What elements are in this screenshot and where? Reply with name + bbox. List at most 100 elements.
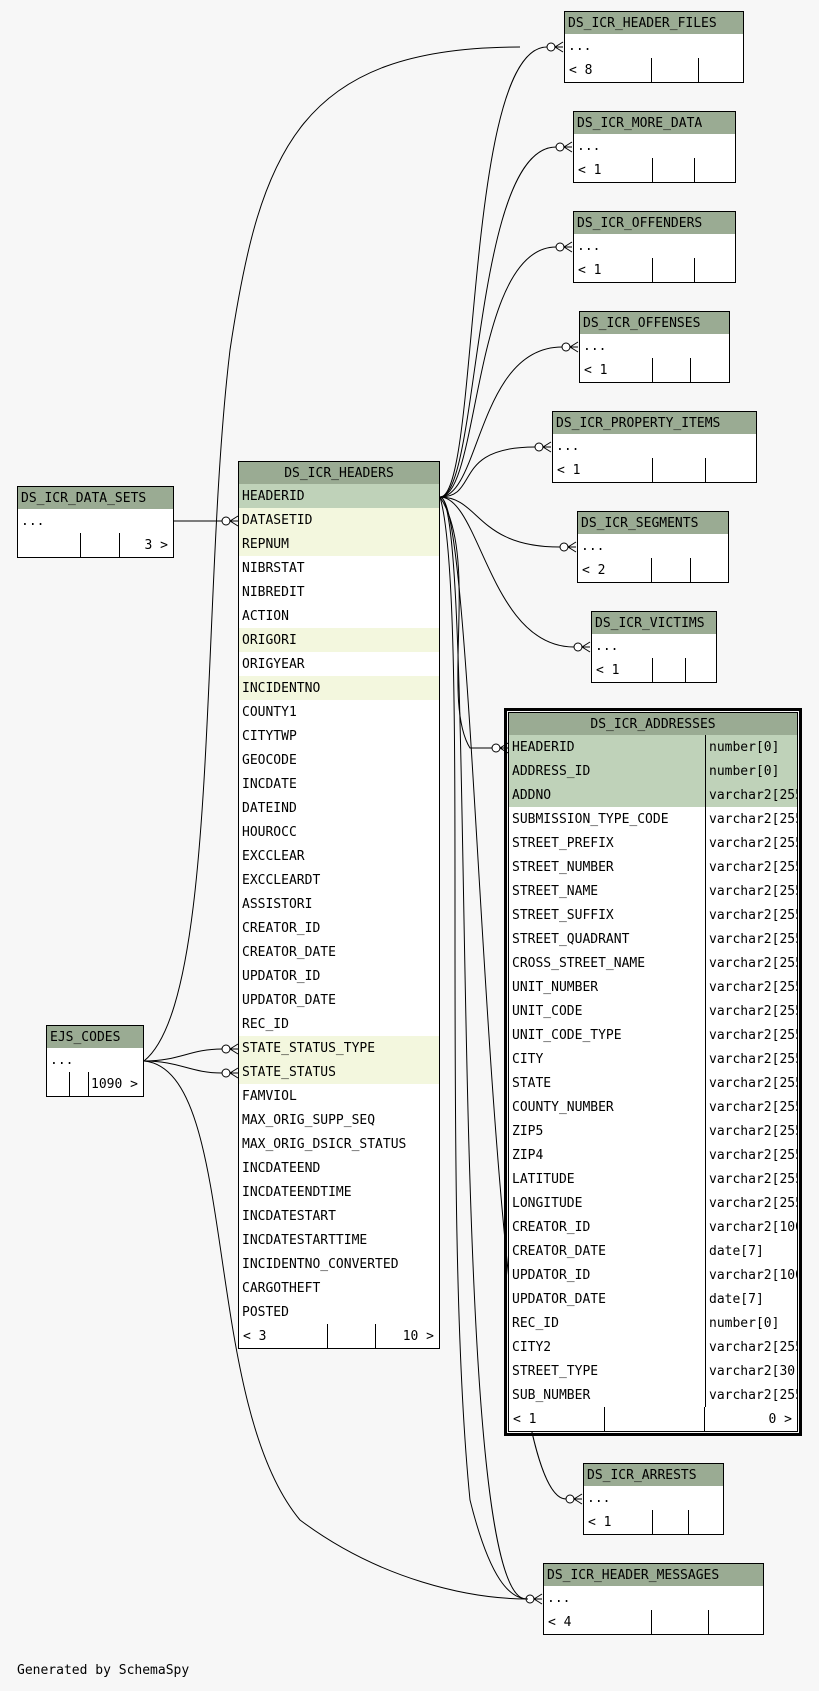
cell-divider — [705, 975, 706, 999]
cell-divider — [694, 158, 695, 182]
table-footer: < 1 — [591, 658, 717, 683]
column-creator-date: CREATOR_DATE — [238, 940, 440, 965]
ellipsis-text: ... — [21, 513, 45, 529]
column-incidentno-converted: INCIDENTNO_CONVERTED — [238, 1252, 440, 1277]
parent-count: < 1 — [578, 262, 602, 278]
column-name: CREATOR_DATE — [242, 944, 336, 960]
column-name: CROSS_STREET_NAME — [512, 955, 646, 971]
column-type: varchar2[255] — [709, 1123, 797, 1139]
table-ds-icr-more-data[interactable]: DS_ICR_MORE_DATA... < 1 — [573, 111, 736, 183]
table-name-ds-icr-header-files: DS_ICR_HEADER_FILES — [564, 11, 744, 35]
column-name: ASSISTORI — [242, 896, 313, 912]
cell-divider — [652, 1510, 653, 1534]
column-type: varchar2[255] — [709, 787, 797, 803]
column-name: SUB_NUMBER — [512, 1387, 591, 1403]
table-ds-icr-arrests[interactable]: DS_ICR_ARRESTS...< 1 — [583, 1463, 724, 1535]
table-name-ds-icr-header-messages: DS_ICR_HEADER_MESSAGES — [543, 1563, 764, 1587]
table-ds-icr-header-messages[interactable]: DS_ICR_HEADER_MESSAGES...< 4 — [543, 1563, 764, 1635]
link-ds-icr-more-data — [439, 146, 557, 498]
column-action: ACTION — [238, 604, 440, 629]
link-ds-icr-header-messages-crowfoot — [533, 1593, 543, 1605]
link-ds-icr-more-data-crowfoot — [563, 141, 573, 153]
table-footer: < 1 — [573, 258, 736, 283]
column-incidentno: INCIDENTNO — [238, 676, 440, 701]
column-name: INCDATESTART — [242, 1208, 336, 1224]
link-ejs-header-files — [143, 46, 521, 1062]
link-ds-icr-property-items — [439, 446, 536, 498]
column-type: date[7] — [709, 1243, 764, 1259]
column-name: ORIGORI — [242, 632, 297, 648]
column-type: varchar2[255] — [709, 883, 797, 899]
table-name-ejs-codes: EJS_CODES — [46, 1025, 144, 1049]
cell-divider — [119, 533, 120, 557]
table-ds-icr-offenses[interactable]: DS_ICR_OFFENSES...< 1 — [579, 311, 730, 383]
cell-divider — [705, 807, 706, 831]
column-incdatestart: INCDATESTART — [238, 1204, 440, 1229]
column-name: STREET_TYPE — [512, 1363, 599, 1379]
table-ejs-codes[interactable]: EJS_CODES...1090 > — [46, 1025, 144, 1097]
link-ds-icr-offenses-optional-marker — [561, 342, 571, 352]
cell-divider — [705, 1047, 706, 1071]
table-title: DS_ICR_SEGMENTS — [581, 515, 699, 531]
ellipsis-text: ... — [577, 138, 601, 154]
column-hourocc: HOUROCC — [238, 820, 440, 845]
table-ds-icr-header-files[interactable]: DS_ICR_HEADER_FILES...< 8 — [564, 11, 744, 83]
parent-count: < 1 — [588, 1514, 612, 1530]
column-name: INCIDENTNO — [242, 680, 321, 696]
column-creator-id: CREATOR_ID — [238, 916, 440, 941]
child-count: 0 > — [768, 1411, 792, 1427]
column-name: UNIT_CODE_TYPE — [512, 1027, 622, 1043]
column-type: varchar2[255] — [709, 1195, 797, 1211]
column-name: COUNTY_NUMBER — [512, 1099, 614, 1115]
table-ds-icr-data-sets[interactable]: DS_ICR_DATA_SETS...3 > — [17, 486, 174, 558]
cell-divider — [652, 458, 653, 482]
column-type: varchar2[255] — [709, 1003, 797, 1019]
link-ds-icr-segments-crowfoot — [567, 541, 577, 553]
table-ds-icr-victims[interactable]: DS_ICR_VICTIMS...< 1 — [591, 611, 717, 683]
column-type: varchar2[255] — [709, 835, 797, 851]
table-footer: < 8 — [564, 58, 744, 83]
column-name: POSTED — [242, 1304, 289, 1320]
cell-divider — [705, 1239, 706, 1263]
cell-divider — [694, 258, 695, 282]
link-ds-icr-arrests-crowfoot — [573, 1493, 583, 1505]
table-footer: < 1 — [579, 358, 730, 383]
column-type: varchar2[255] — [709, 979, 797, 995]
table-ds-icr-offenders[interactable]: DS_ICR_OFFENDERS...< 1 — [573, 211, 736, 283]
columns-placeholder: ... — [552, 434, 757, 459]
table-ds-icr-property-items[interactable]: DS_ICR_PROPERTY_ITEMS...< 1 — [552, 411, 757, 483]
cell-divider — [705, 1167, 706, 1191]
link-ds-icr-victims — [439, 496, 575, 648]
columns-placeholder: ... — [577, 534, 729, 559]
column-type: varchar2[255] — [709, 1339, 797, 1355]
table-footer: < 1 — [573, 158, 736, 183]
link-headers-header-messages-2 — [439, 496, 529, 1600]
column-type: varchar2[255] — [709, 907, 797, 923]
cell-divider — [705, 735, 706, 759]
table-ds-icr-segments[interactable]: DS_ICR_SEGMENTS...< 2 — [577, 511, 729, 583]
table-title: DS_ICR_MORE_DATA — [577, 115, 703, 131]
cell-divider — [708, 1610, 709, 1634]
parent-count: < 4 — [548, 1614, 572, 1630]
cell-divider — [652, 258, 653, 282]
table-name-ds-icr-offenders: DS_ICR_OFFENDERS — [573, 211, 736, 235]
column-excclear: EXCCLEAR — [238, 844, 440, 869]
column-type: date[7] — [709, 1291, 764, 1307]
column-name: INCIDENTNO_CONVERTED — [242, 1256, 399, 1272]
cell-divider — [704, 1407, 705, 1431]
cell-divider — [705, 1335, 706, 1359]
column-type: varchar2[255] — [709, 1051, 797, 1067]
link-ds-icr-header-files-crowfoot — [554, 41, 564, 53]
column-name: CREATOR_ID — [242, 920, 321, 936]
column-name: ZIP4 — [512, 1147, 544, 1163]
cell-divider — [690, 358, 691, 382]
column-name: INCDATEENDTIME — [242, 1184, 352, 1200]
column-name: CREATOR_ID — [512, 1219, 591, 1235]
column-type: varchar2[255] — [709, 1147, 797, 1163]
cell-divider — [705, 759, 706, 783]
